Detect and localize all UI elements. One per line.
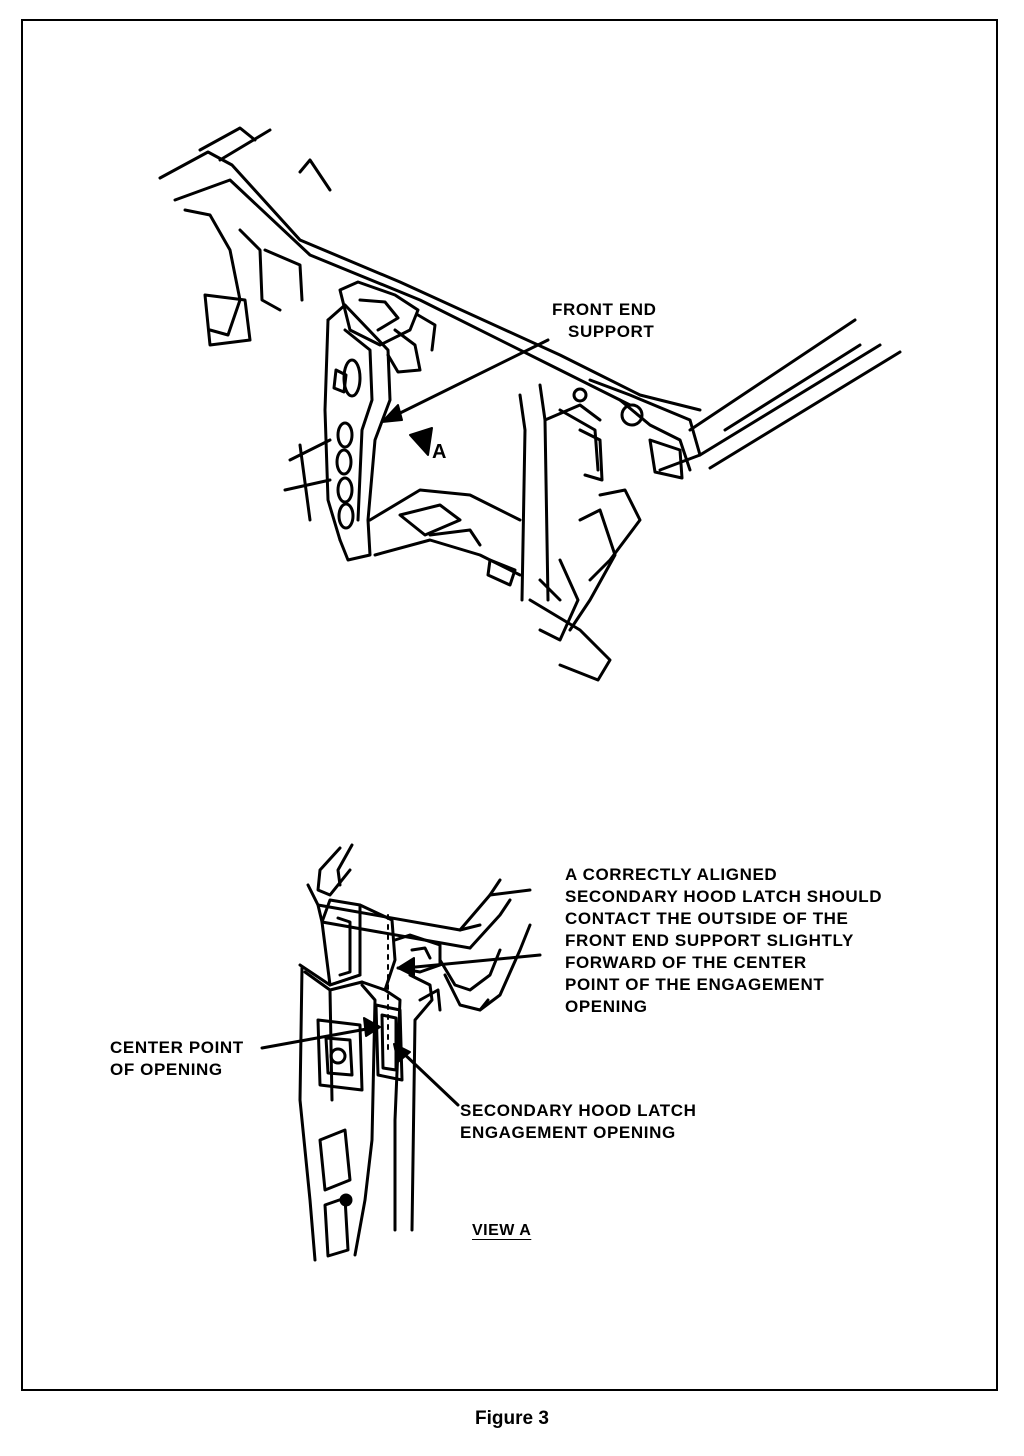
label-line: ENGAGEMENT OPENING bbox=[460, 1123, 676, 1142]
label-line: SUPPORT bbox=[568, 322, 655, 341]
label-line: A CORRECTLY ALIGNED bbox=[565, 865, 778, 884]
label-line: FRONT END SUPPORT SLIGHTLY bbox=[565, 931, 854, 950]
label-line: CENTER POINT bbox=[110, 1038, 244, 1057]
label-line: FORWARD OF THE CENTER bbox=[565, 953, 807, 972]
figure-border bbox=[21, 19, 998, 1391]
view-a-title: VIEW A bbox=[472, 1222, 532, 1239]
view-a-detail-drawing bbox=[260, 843, 542, 1262]
label-line: FRONT END bbox=[552, 300, 657, 319]
label-line: OF OPENING bbox=[110, 1060, 223, 1079]
view-marker-a: A bbox=[432, 441, 448, 463]
label-line: CONTACT THE OUTSIDE OF THE bbox=[565, 909, 849, 928]
label-engagement-opening: SECONDARY HOOD LATCH ENGAGEMENT OPENING bbox=[460, 1100, 696, 1144]
figure-caption: Figure 3 bbox=[475, 1408, 549, 1429]
label-line: SECONDARY HOOD LATCH bbox=[460, 1101, 697, 1120]
label-line: SECONDARY HOOD LATCH SHOULD bbox=[565, 887, 883, 906]
label-center-point: CENTER POINT OF OPENING bbox=[110, 1037, 244, 1081]
upper-assembly-drawing bbox=[158, 126, 902, 682]
label-line: POINT OF THE ENGAGEMENT bbox=[565, 975, 825, 994]
label-line: OPENING bbox=[565, 997, 648, 1016]
label-correct-alignment-callout: A CORRECTLY ALIGNED SECONDARY HOOD LATCH… bbox=[565, 864, 882, 1018]
label-front-end-support: FRONT END SUPPORT bbox=[552, 299, 657, 343]
